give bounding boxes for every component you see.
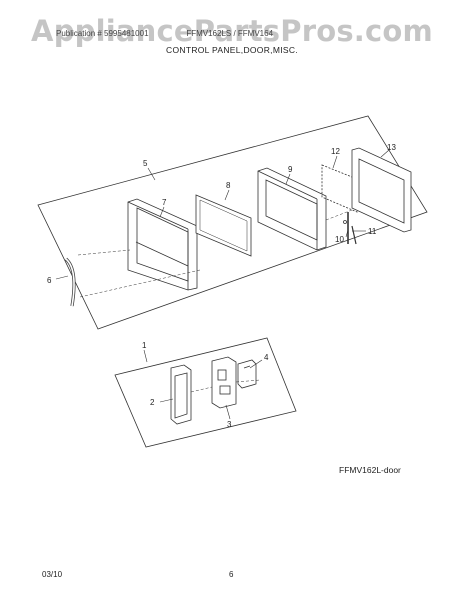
door-frame-part [127,198,198,291]
control-panel-outline [114,337,297,448]
window-glass-part [195,194,252,257]
callout-6: 6 [47,276,52,285]
callout-13: 13 [387,143,396,152]
door-assembly-outline [37,115,428,330]
door-choke-part [64,257,76,307]
leader-lines [55,149,390,420]
door-latch-part [343,212,357,245]
callout-12: 12 [331,147,340,156]
assembly-guides [77,209,353,393]
diagram-id: FFMV162L-door [339,465,401,475]
callout-7: 7 [162,198,167,207]
control-board-part [211,356,237,409]
callout-9: 9 [288,165,293,174]
door-film-part [321,164,358,213]
control-bracket-part [237,359,257,389]
door-seal-part [351,147,412,233]
callout-8: 8 [226,181,231,190]
model-numbers: FFMV162LS / FFMV164 [186,29,274,38]
publication-header: Publication # 5995481001 FFMV162LS / FFM… [56,29,273,38]
watermark-logo: AppliancePartsPros.com [31,14,433,48]
callout-3: 3 [227,420,232,429]
control-panel-frame-part [170,364,192,425]
callout-1: 1 [142,341,147,350]
callout-5: 5 [143,159,148,168]
callout-10: 10 [335,235,344,244]
callout-4: 4 [264,353,269,362]
page-title: CONTROL PANEL,DOOR,MISC. [166,45,298,55]
footer-date: 03/10 [42,570,63,579]
callout-11: 11 [368,227,377,236]
inner-door-part [257,167,327,251]
footer-page-number: 6 [229,570,234,579]
callout-2: 2 [150,398,155,407]
publication-number: Publication # 5995481001 [56,29,149,38]
